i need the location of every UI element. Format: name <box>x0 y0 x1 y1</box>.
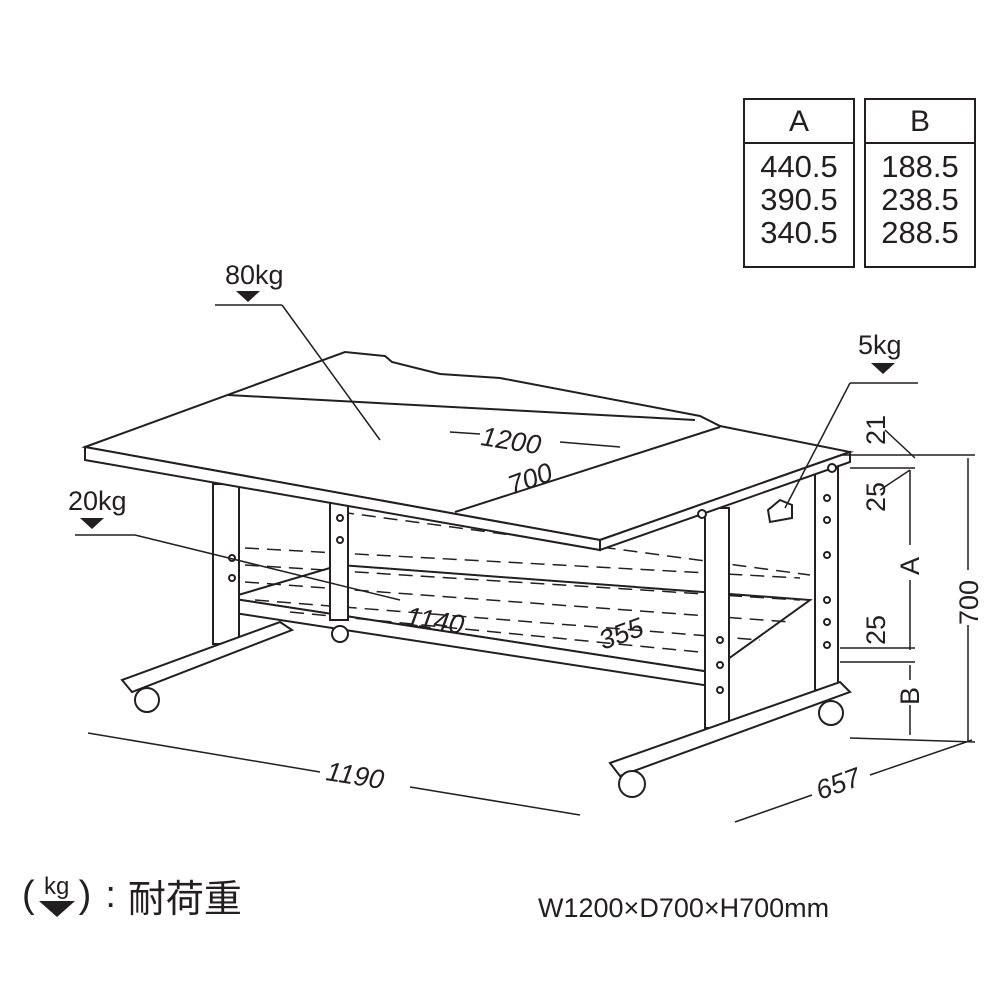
caster <box>818 700 844 726</box>
dim-base-width: 1190 <box>324 756 386 795</box>
dim-25-low: 25 <box>861 615 891 645</box>
dim-a: A <box>895 557 925 575</box>
dim-base-depth: 657 <box>812 762 866 806</box>
table-cell: 188.5 <box>881 149 959 184</box>
load-arrow-icon <box>38 900 75 917</box>
legend: ( kg ) : 耐荷重 <box>22 868 242 923</box>
tabletop <box>81 350 854 552</box>
legend-separator: : <box>105 874 116 916</box>
load-arrow-icon <box>236 291 260 302</box>
table-cell: 340.5 <box>760 215 838 250</box>
dim-b: B <box>895 687 925 705</box>
dim-25-top: 25 <box>861 482 891 512</box>
table-column-a: A 440.5 390.5 340.5 <box>743 98 855 268</box>
legend-kg-icon: kg <box>38 872 75 917</box>
dim-height: 700 <box>954 580 984 625</box>
feet <box>120 620 852 798</box>
load-arrow-icon <box>871 363 895 374</box>
table-cell: 440.5 <box>760 149 838 184</box>
load-top: 80kg <box>225 260 284 290</box>
table-cell: 390.5 <box>760 182 838 217</box>
load-shelf: 20kg <box>68 486 127 516</box>
paren-close: ) <box>78 874 92 916</box>
table-header: A <box>745 100 853 144</box>
caster <box>618 770 646 798</box>
caster <box>134 687 160 713</box>
size-text: W1200×D700×H700mm <box>538 893 830 923</box>
dim-21: 21 <box>861 415 891 445</box>
paren-open: ( <box>22 874 35 916</box>
load-arrow-icon <box>80 518 104 529</box>
caster <box>331 625 349 643</box>
table-cell: 288.5 <box>881 215 959 250</box>
table-column-b: B 188.5 238.5 288.5 <box>864 98 976 268</box>
table-header: B <box>866 100 974 144</box>
table-cell: 238.5 <box>881 182 959 217</box>
legend-unit: kg <box>43 872 70 900</box>
legend-label: 耐荷重 <box>127 879 242 921</box>
dimension-lines <box>87 429 976 823</box>
load-leaders <box>75 304 918 601</box>
load-side: 5kg <box>858 330 902 360</box>
